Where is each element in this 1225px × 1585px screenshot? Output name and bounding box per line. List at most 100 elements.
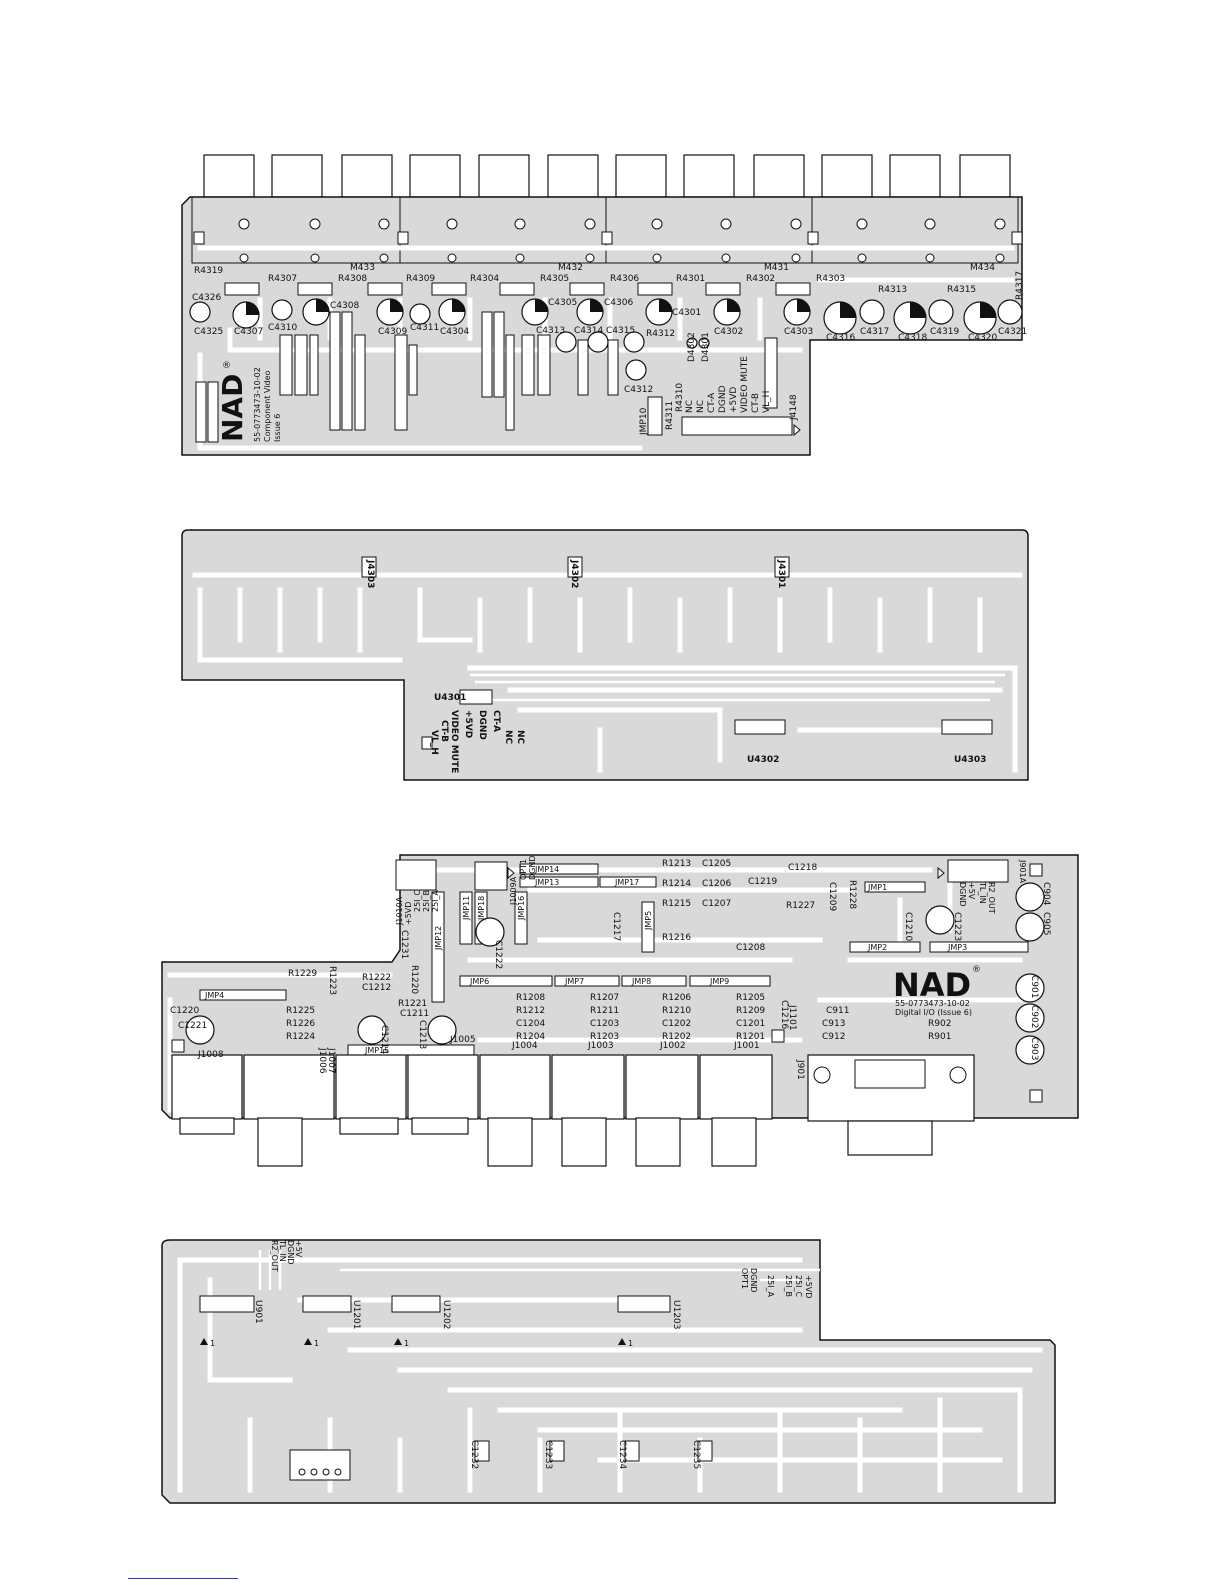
cap-label: C4307 (234, 327, 263, 337)
svg-text:JMP4: JMP4 (204, 991, 224, 1000)
rca-jack (821, 154, 873, 198)
svg-text:R2_OUT: R2_OUT (987, 882, 996, 914)
svg-text:+5VD: +5VD (404, 902, 413, 925)
connector-label: J4148 (789, 394, 799, 421)
svg-text:TL_IN: TL_IN (278, 1239, 287, 1262)
rca-jack (959, 154, 1011, 198)
resistor-label: R4309 (406, 274, 435, 284)
svg-text:DGND: DGND (528, 855, 537, 880)
cap-label: C4308 (330, 301, 359, 311)
svg-text:JMP1: JMP1 (867, 883, 887, 892)
svg-text:R2_OUT: R2_OUT (270, 1240, 279, 1272)
board-name: Digital I/O (Issue 6) (895, 1008, 972, 1017)
ic-label: U4301 (434, 693, 466, 703)
ic-label: U1201 (351, 1300, 361, 1330)
svg-text:C1201: C1201 (736, 1019, 765, 1029)
cap-label: C4309 (378, 327, 407, 337)
svg-text:C1204: C1204 (516, 1019, 545, 1029)
svg-text:C1207: C1207 (702, 899, 731, 909)
svg-text:C1223: C1223 (952, 912, 962, 941)
resistor-label: R4317 (1015, 271, 1025, 300)
svg-text:VIDEO MUTE: VIDEO MUTE (449, 710, 459, 773)
cap-label: C4315 (606, 326, 635, 336)
svg-text:R1223: R1223 (327, 966, 337, 995)
svg-text:R1212: R1212 (516, 1006, 545, 1016)
svg-text:J1009A: J1009A (509, 876, 518, 906)
svg-text:JMP3: JMP3 (947, 943, 967, 952)
svg-text:JMP9: JMP9 (709, 977, 729, 986)
registered-mark: ® (222, 361, 231, 371)
svg-text:R901: R901 (928, 1032, 951, 1042)
cap-label: C1232 (469, 1440, 479, 1469)
footer-link-underline[interactable] (128, 1578, 238, 1579)
diode-label: D4301 (701, 332, 711, 362)
svg-text:C1218: C1218 (788, 863, 817, 873)
svg-text:C901: C901 (1029, 975, 1039, 998)
svg-text:25I_A: 25I_A (431, 889, 440, 912)
svg-text:+5VD: +5VD (804, 1275, 813, 1298)
svg-text:R1215: R1215 (662, 899, 691, 909)
panel-digital-io-bottom: 1 1 1 1 R2_OUT TL_IN DGND +5V OPT1 DGND … (161, 1239, 1056, 1504)
svg-text:R1203: R1203 (590, 1032, 619, 1042)
svg-text:+5V: +5V (294, 1240, 303, 1258)
svg-text:C1213: C1213 (417, 1020, 427, 1049)
connector-pin-labels: NC NC CT-A DGND +5VD VIDEO MUTE CT-B VL_… (685, 356, 772, 413)
svg-text:DGND: DGND (958, 882, 967, 907)
registered-mark: ® (972, 965, 981, 975)
svg-text:C1212: C1212 (362, 983, 391, 993)
svg-text:JMP7: JMP7 (564, 977, 584, 986)
svg-text:DGND: DGND (477, 710, 487, 740)
svg-text:CT-A: CT-A (707, 392, 717, 413)
svg-text:CT-B: CT-B (439, 720, 449, 742)
svg-text:JMP12: JMP12 (434, 926, 443, 951)
svg-text:C1205: C1205 (702, 859, 731, 869)
rca-jack (478, 154, 530, 198)
svg-text:J1101: J1101 (787, 1004, 797, 1031)
jumper-label: J4303 (365, 559, 375, 588)
svg-text:JMP17: JMP17 (614, 878, 639, 887)
jack-labels: J1008 J1006 J1007 J1005 J1004 J1003 J100… (197, 1004, 805, 1080)
board-name: Component Video (263, 370, 272, 442)
resistor-label: R4302 (746, 274, 775, 284)
resistor-label: R4311 (665, 401, 675, 430)
svg-text:C1220: C1220 (170, 1006, 199, 1016)
svg-text:JMP11: JMP11 (462, 896, 471, 921)
nad-logo: NAD (216, 374, 249, 442)
cap-label: C4319 (930, 327, 959, 337)
rca-jack (271, 154, 323, 198)
resistor-label: R4315 (947, 285, 976, 295)
cap-label: C4320 (968, 333, 997, 343)
svg-text:C903: C903 (1029, 1037, 1039, 1060)
svg-text:R1225: R1225 (286, 1006, 315, 1016)
cap-label: C1234 (617, 1440, 627, 1469)
pin1-marker: 1 (314, 1339, 319, 1348)
module-label: M434 (970, 263, 995, 273)
svg-text:J1002: J1002 (659, 1041, 686, 1051)
svg-text:J901: J901 (795, 1059, 805, 1080)
resistor-label: R4304 (470, 274, 499, 284)
cap-label: C4306 (604, 298, 633, 308)
cap-label: C4311 (410, 323, 439, 333)
module-label: M432 (558, 263, 583, 273)
resistor-label: R4310 (675, 383, 685, 412)
svg-text:J1008: J1008 (197, 1050, 224, 1060)
rca-jack (341, 154, 393, 198)
svg-text:TL_IN: TL_IN (978, 881, 987, 904)
jumper-labels: JMP14 JMP13 JMP17 JMP11 JMP18 JMP16 JMP1… (204, 865, 967, 1055)
svg-text:C1208: C1208 (736, 943, 765, 953)
resistor-label: R4306 (610, 274, 639, 284)
svg-text:DGND: DGND (749, 1268, 758, 1293)
svg-text:J1004: J1004 (511, 1041, 538, 1051)
svg-text:+5VD: +5VD (463, 710, 473, 738)
svg-text:R1207: R1207 (590, 993, 619, 1003)
pin1-marker: 1 (628, 1339, 633, 1348)
svg-text:J1005: J1005 (449, 1035, 476, 1045)
svg-text:OPT1: OPT1 (740, 1268, 749, 1289)
resistor-label: R4307 (268, 274, 297, 284)
svg-text:R1220: R1220 (409, 965, 419, 994)
cap-label: C4326 (192, 293, 221, 303)
svg-text:JMP5: JMP5 (644, 911, 653, 931)
svg-text:+5V: +5V (967, 882, 976, 900)
cap-labels: C1205 C1206 C1207 C1208 C1218 C1219 C120… (170, 859, 1051, 1060)
